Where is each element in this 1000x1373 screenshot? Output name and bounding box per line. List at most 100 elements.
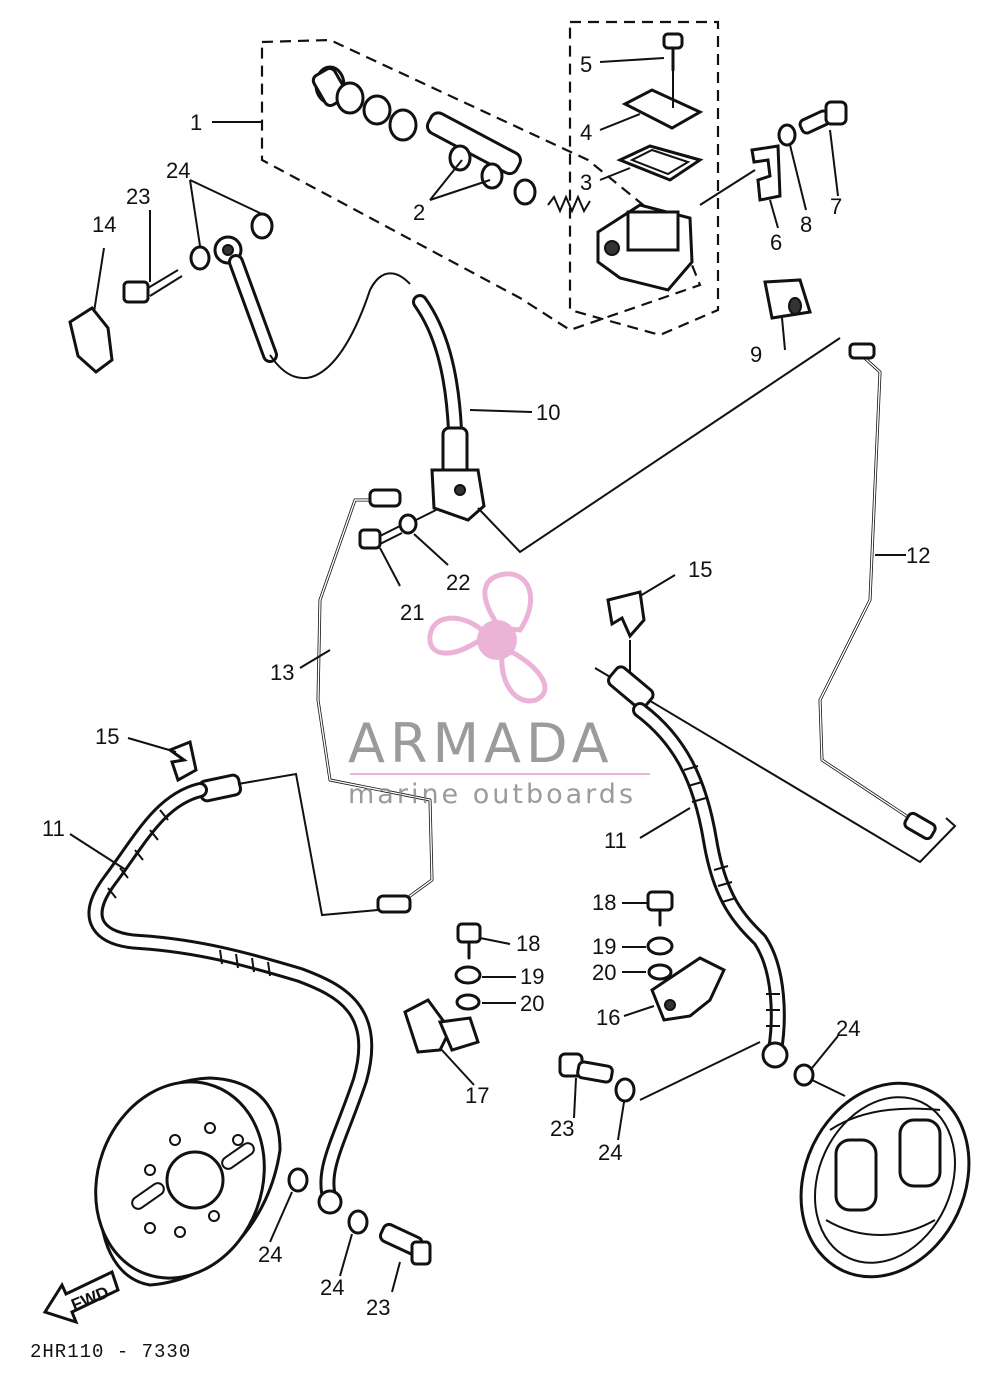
left-brake-assembly: FWD	[42, 739, 432, 1325]
spring-washer-center	[454, 965, 482, 985]
guide-line-left-hose	[237, 772, 379, 917]
callout-9: 9	[750, 342, 762, 367]
callout-1: 1	[190, 110, 202, 135]
union-bolt-shank-1	[147, 269, 183, 297]
right-brake-assembly	[558, 590, 971, 1279]
return-spring	[547, 194, 591, 214]
callout-leaders	[69, 57, 906, 1293]
fwd-label: FWD	[68, 1283, 111, 1315]
hose-holder-16-hole	[664, 999, 676, 1011]
lock-washer	[777, 123, 797, 147]
washer-seal	[388, 108, 418, 142]
diagram-reference-code: 2HR110 - 7330	[30, 1341, 191, 1363]
callout-13: 13	[270, 660, 294, 685]
callout-numbers: 1 2 3 4 5 6 7 8 9 10 11 11 12 13 14 15 1…	[42, 52, 930, 1320]
joint-bolt-head	[358, 528, 382, 550]
brake-backing-plate-right	[799, 1081, 971, 1279]
hose-holder-17	[403, 998, 452, 1054]
watermark-brand: ARMADA	[348, 712, 614, 775]
callout-14: 14	[92, 212, 116, 237]
callout-24-top: 24	[166, 158, 190, 183]
plain-washer-right	[647, 963, 673, 981]
banjo-fitting-left	[317, 1189, 343, 1215]
reservoir-cap	[621, 88, 704, 130]
hose-clip-left	[166, 739, 198, 783]
hose-11-left-ribs	[107, 809, 271, 977]
pipe-12-flare-nut-top	[848, 342, 876, 360]
union-bolt-left-head	[410, 1240, 432, 1266]
callout-24-right-plate: 24	[836, 1016, 860, 1041]
callout-19-right: 19	[592, 934, 616, 959]
assembly-outline-reservoir	[568, 20, 720, 337]
callout-23-bottom: 23	[366, 1295, 390, 1320]
hose-holder-17-tab	[437, 1016, 480, 1052]
assembly-outline-1	[260, 38, 702, 332]
brake-hose-upper-cable	[269, 272, 411, 380]
copper-washer-left-b	[347, 1209, 369, 1235]
pipe-13-flare-nut-bottom	[376, 894, 412, 914]
callout-24-left: 24	[258, 1242, 282, 1267]
brake-pipe-12-inner	[819, 351, 931, 836]
brake-hose-upper-sleeve-inner	[231, 257, 275, 360]
callout-19-center: 19	[520, 964, 544, 989]
guide-line-pipe-12	[477, 337, 841, 554]
lever-boot	[68, 306, 114, 374]
center-hose-clamp	[403, 922, 482, 1054]
brake-pipe-12	[818, 350, 932, 837]
hose-end-fitting-right	[607, 665, 655, 710]
holder-guide-line	[699, 169, 756, 206]
spring-washer-right	[646, 936, 674, 956]
guide-line-right-washer	[811, 1079, 846, 1097]
diaphragm-inner	[629, 148, 691, 176]
propeller-logo-icon	[427, 571, 548, 704]
copper-washer-right-a	[614, 1077, 636, 1103]
joint-washer	[398, 513, 418, 535]
callout-8: 8	[800, 212, 812, 237]
callout-6: 6	[770, 230, 782, 255]
piston-kit	[425, 111, 522, 176]
callout-12: 12	[906, 543, 930, 568]
copper-washer-right-b	[793, 1063, 815, 1087]
piston-cup-2	[480, 162, 504, 190]
master-cylinder-holder	[750, 144, 782, 202]
callout-23-top: 23	[126, 184, 150, 209]
cap-screw-head	[662, 32, 684, 50]
brake-pipe-13-inner	[317, 499, 433, 897]
pipe-12-flare-nut-bottom	[903, 811, 937, 841]
callout-2: 2	[413, 200, 425, 225]
fwd-arrow-icon: FWD	[42, 1269, 120, 1325]
callout-5: 5	[580, 52, 592, 77]
joint-port	[454, 484, 466, 496]
callout-22: 22	[446, 570, 470, 595]
boot-ring	[335, 81, 365, 115]
callout-15-left: 15	[95, 724, 119, 749]
joint-bolt-shank	[379, 525, 403, 545]
diaphragm	[616, 144, 704, 182]
brake-disc-left	[94, 1076, 282, 1287]
callout-20-center: 20	[520, 991, 544, 1016]
circlip	[362, 94, 392, 126]
callout-21: 21	[400, 600, 424, 625]
joint-guide-line	[415, 509, 437, 521]
brake-hose-10-inner	[415, 297, 460, 435]
holder-bolt-head	[824, 100, 848, 126]
banjo-hole	[222, 244, 234, 256]
callout-23-right: 23	[550, 1116, 574, 1141]
callout-18-center: 18	[516, 931, 540, 956]
callout-4: 4	[580, 120, 592, 145]
pipe-13-flare-nut-top	[368, 488, 402, 508]
hose-fitting-10	[441, 426, 469, 476]
hose-clip-right	[606, 590, 646, 639]
piston-spring-seat	[513, 178, 537, 206]
piston-cup-1	[448, 144, 472, 172]
cap-hole	[788, 297, 802, 315]
brake-hose-11-right-inner	[635, 705, 783, 1055]
upper-brake-lines	[68, 212, 957, 914]
callout-11-right: 11	[604, 828, 627, 853]
copper-washer-2	[250, 212, 274, 240]
callout-18-right: 18	[592, 890, 616, 915]
union-bolt-right	[576, 1060, 614, 1084]
callout-15-right: 15	[688, 557, 712, 582]
